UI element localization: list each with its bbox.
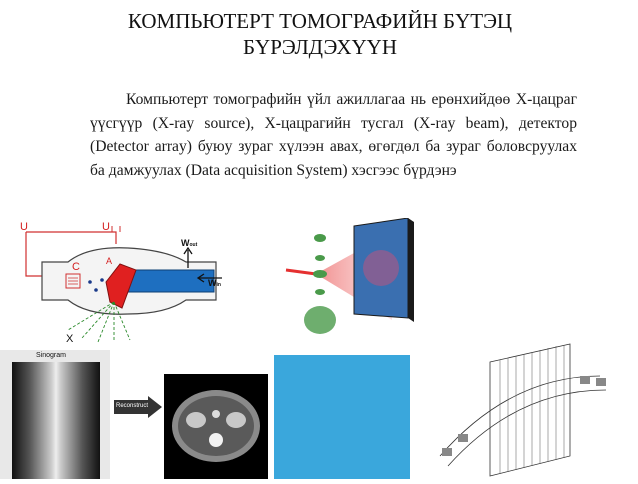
anode-shaft — [127, 269, 215, 293]
xray-tube-diagram: U U C A Wout Win X — [20, 221, 222, 344]
object-slices — [304, 234, 336, 334]
coolant-out-arrow-icon — [183, 246, 193, 268]
detector-elements — [499, 345, 565, 474]
detector-arc-frame — [439, 343, 607, 477]
reconstruct-label: Reconstruct — [116, 403, 149, 409]
anode-target — [105, 263, 137, 309]
source-beam — [285, 268, 317, 276]
detector-arc-illustration — [439, 343, 607, 477]
ct-slice-panel — [164, 374, 268, 479]
label-w-in: Win — [208, 278, 221, 288]
reconstruct-arrow: Reconstruct — [114, 396, 162, 418]
cathode-filament — [68, 277, 78, 285]
electron-dot — [94, 288, 98, 292]
sinogram-label: Sinogram — [36, 352, 66, 359]
circuit-terminal — [111, 226, 121, 232]
detector-image-spot — [363, 250, 399, 286]
ct-slice-image — [172, 390, 260, 462]
cathode-coil — [65, 273, 81, 289]
circuit-wire-top — [26, 231, 117, 244]
label-u-left: U — [20, 221, 28, 233]
label-w-out: Wout — [181, 238, 198, 248]
blue-panel — [274, 355, 410, 479]
label-x: X — [66, 333, 74, 344]
arrow-right-icon — [114, 396, 162, 418]
detector-arc-blocks — [442, 376, 606, 456]
slide-title-line-1: КОМПЬЮТЕРТ ТОМОГРАФИЙН БҮТЭЦ — [127, 9, 513, 33]
sinogram-panel: Sinogram — [0, 350, 110, 479]
coolant-in-arrow-icon — [196, 273, 222, 283]
electron-dot — [88, 280, 92, 284]
xray-rays — [67, 301, 131, 343]
label-anode: A — [106, 256, 112, 266]
slide-paragraph: Компьютерт томографийн үйл ажиллагаа нь … — [90, 91, 577, 179]
circuit-wire-left — [25, 232, 42, 277]
projection-illustration — [285, 218, 414, 334]
electron-dot — [100, 278, 104, 282]
label-u-right: U — [102, 221, 110, 233]
slide-title: КОМПЬЮТЕРТ ТОМОГРАФИЙН БҮТЭЦ БҮРЭЛДЭХҮҮН — [60, 8, 580, 60]
label-cathode: C — [72, 261, 80, 273]
detector-panel-edge — [408, 218, 414, 322]
sinogram-image — [12, 362, 100, 479]
slide-title-line-2: БҮРЭЛДЭХҮҮН — [243, 35, 397, 59]
